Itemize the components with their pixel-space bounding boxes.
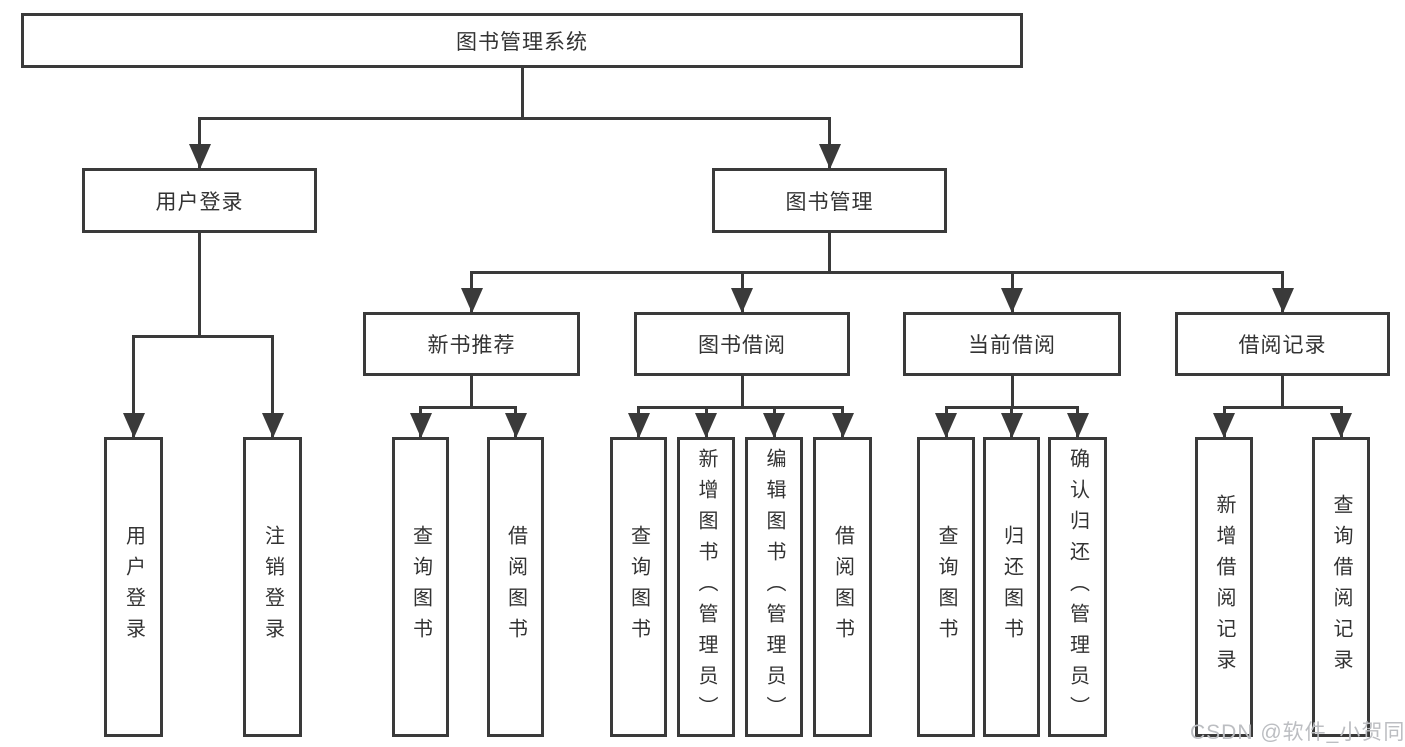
node-label-leaf-add-book: 新增图书（管理员）	[695, 447, 717, 727]
node-leaf-query-book-2: 查询图书	[610, 437, 667, 737]
node-leaf-borrow-book-1: 借阅图书	[487, 437, 544, 737]
node-current-borrow: 当前借阅	[903, 312, 1121, 376]
connector-stem	[271, 336, 274, 437]
node-label-leaf-query-book-1: 查询图书	[409, 525, 432, 649]
node-label-leaf-user-login: 用户登录	[122, 525, 145, 649]
connector-stub	[1010, 376, 1014, 407]
connector-stub	[740, 376, 744, 407]
arrow-down-icon	[818, 144, 841, 169]
arrow-down-icon	[409, 413, 432, 438]
node-leaf-query-book-3: 查询图书	[917, 437, 975, 737]
node-user-login: 用户登录	[82, 168, 317, 233]
node-book-mgmt: 图书管理	[712, 168, 947, 233]
arrow-down-icon	[1330, 413, 1352, 438]
node-label-root: 图书管理系统	[456, 30, 588, 54]
node-label-leaf-query-book-3: 查询图书	[935, 525, 957, 649]
arrow-down-icon	[763, 413, 785, 438]
watermark: CSDN @软件_小贺同学	[1190, 721, 1405, 744]
arrow-down-icon	[731, 288, 753, 313]
node-leaf-confirm-return: 确认归还（管理员）	[1048, 437, 1107, 737]
connector-bar	[1222, 405, 1343, 409]
node-leaf-add-borrow-record: 新增借阅记录	[1195, 437, 1253, 737]
connector-stub	[470, 376, 473, 407]
node-label-leaf-confirm-return: 确认归还（管理员）	[1066, 447, 1089, 727]
node-label-borrow-record: 借阅记录	[1238, 334, 1327, 357]
connector-bar	[132, 334, 274, 338]
arrow-down-icon	[1271, 288, 1294, 313]
arrow-down-icon	[1001, 288, 1023, 313]
connector-stub	[828, 233, 831, 272]
arrow-down-icon	[695, 413, 717, 438]
node-leaf-borrow-book-2: 借阅图书	[813, 437, 872, 737]
node-label-leaf-borrow-book-2: 借阅图书	[831, 525, 854, 649]
node-book-borrow: 图书借阅	[634, 312, 850, 376]
node-leaf-add-book: 新增图书（管理员）	[677, 437, 735, 737]
connector-stem	[132, 336, 135, 437]
node-label-user-login: 用户登录	[155, 190, 244, 214]
arrow-down-icon	[627, 413, 650, 438]
node-leaf-query-borrow-record: 查询借阅记录	[1312, 437, 1370, 737]
node-label-book-mgmt: 图书管理	[785, 190, 874, 214]
node-label-leaf-query-book-2: 查询图书	[627, 525, 650, 649]
node-root: 图书管理系统	[21, 13, 1023, 68]
arrow-down-icon	[261, 413, 284, 438]
node-label-leaf-query-borrow-record: 查询借阅记录	[1330, 494, 1352, 680]
connector-bar	[198, 116, 831, 120]
connector-stub	[520, 68, 524, 118]
node-leaf-edit-book: 编辑图书（管理员）	[745, 437, 803, 737]
node-leaf-return-book: 归还图书	[983, 437, 1040, 737]
connector-stem	[828, 118, 831, 168]
arrow-down-icon	[935, 413, 957, 438]
connector-stub	[198, 233, 201, 336]
arrow-down-icon	[1213, 413, 1235, 438]
arrow-down-icon	[460, 288, 483, 313]
node-leaf-logout: 注销登录	[243, 437, 302, 737]
arrow-down-icon	[504, 413, 527, 438]
node-leaf-query-book-1: 查询图书	[392, 437, 449, 737]
arrow-down-icon	[1066, 413, 1089, 438]
connector-bar	[470, 270, 1284, 274]
arrow-down-icon	[831, 413, 854, 438]
connector-stem	[198, 118, 201, 168]
arrow-down-icon	[122, 413, 145, 438]
arrow-down-icon	[1000, 413, 1023, 438]
node-borrow-record: 借阅记录	[1175, 312, 1390, 376]
connector-bar	[637, 405, 844, 409]
arrow-down-icon	[188, 144, 211, 169]
node-label-leaf-add-borrow-record: 新增借阅记录	[1213, 494, 1235, 680]
connector-stub	[1281, 376, 1284, 407]
node-label-leaf-return-book: 归还图书	[1000, 525, 1023, 649]
node-label-new-book-rec: 新书推荐	[427, 334, 516, 357]
node-label-leaf-borrow-book-1: 借阅图书	[504, 525, 527, 649]
node-new-book-rec: 新书推荐	[363, 312, 580, 376]
node-leaf-user-login: 用户登录	[104, 437, 163, 737]
connector-bar	[419, 405, 517, 409]
node-label-current-borrow: 当前借阅	[968, 334, 1056, 357]
node-label-book-borrow: 图书借阅	[698, 334, 786, 357]
node-label-leaf-logout: 注销登录	[261, 525, 284, 649]
node-label-leaf-edit-book: 编辑图书（管理员）	[763, 447, 785, 727]
